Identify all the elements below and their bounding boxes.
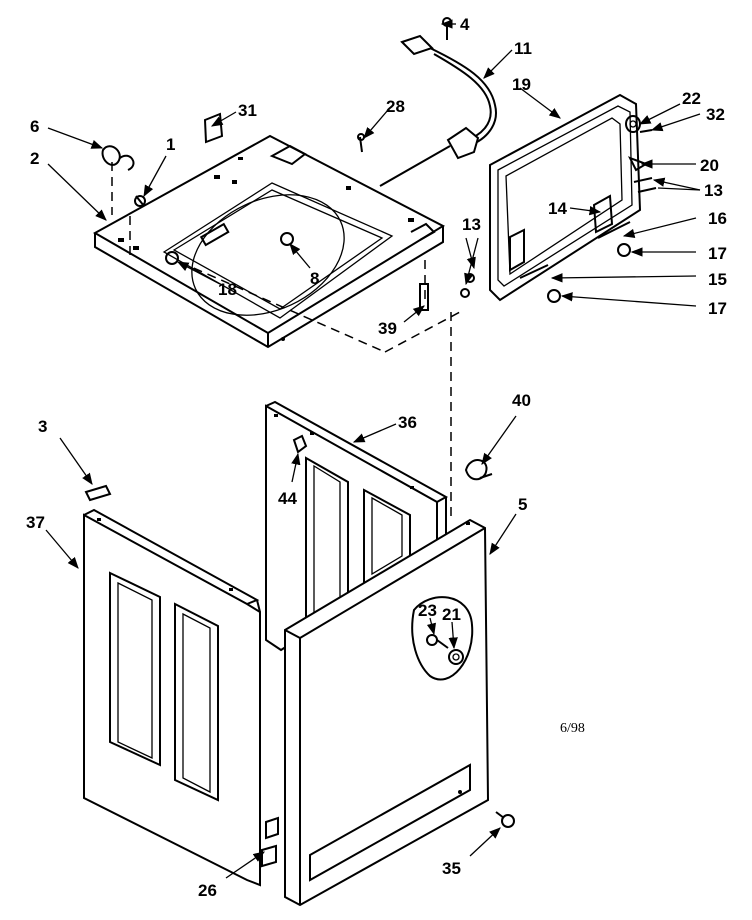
callout-16: 16 bbox=[708, 209, 727, 228]
callout-20: 20 bbox=[700, 156, 719, 175]
leader-lines bbox=[45, 19, 701, 879]
callout-39: 39 bbox=[378, 319, 397, 338]
callout-14: 14 bbox=[548, 199, 567, 218]
lid-switch-harness bbox=[379, 34, 497, 187]
callout-4: 4 bbox=[460, 15, 470, 34]
callout-17-upper: 17 bbox=[708, 244, 727, 263]
callout-17-lower: 17 bbox=[708, 299, 727, 318]
rear-panel bbox=[265, 400, 449, 652]
callout-6: 6 bbox=[30, 117, 39, 136]
front-panel bbox=[284, 518, 490, 907]
callout-37: 37 bbox=[26, 513, 45, 532]
lower-hardware bbox=[84, 434, 515, 828]
callout-28: 28 bbox=[386, 97, 405, 116]
callout-8: 8 bbox=[310, 269, 319, 288]
callout-11: 11 bbox=[514, 39, 532, 58]
assembly-guide-lines bbox=[111, 162, 461, 520]
callout-19: 19 bbox=[512, 75, 531, 94]
callout-21: 21 bbox=[442, 605, 461, 624]
callout-15: 15 bbox=[708, 270, 727, 289]
callout-2: 2 bbox=[30, 149, 39, 168]
callout-44: 44 bbox=[278, 489, 297, 508]
callout-13-right: 13 bbox=[704, 181, 723, 200]
date-code: 6/98 bbox=[560, 721, 585, 736]
callout-18: 18 bbox=[218, 280, 237, 299]
callout-1: 1 bbox=[166, 135, 175, 154]
callout-13-left: 13 bbox=[462, 215, 481, 234]
callout-26: 26 bbox=[198, 881, 217, 900]
callout-31: 31 bbox=[238, 101, 257, 120]
callout-32: 32 bbox=[706, 105, 725, 124]
callout-40: 40 bbox=[512, 391, 531, 410]
callout-3: 3 bbox=[38, 417, 47, 436]
callout-23: 23 bbox=[418, 601, 437, 620]
callout-35: 35 bbox=[442, 859, 461, 878]
callout-22: 22 bbox=[682, 89, 701, 108]
callout-5: 5 bbox=[518, 495, 527, 514]
callout-labels: 4 11 19 22 32 20 13 14 16 17 15 17 13 28… bbox=[26, 15, 727, 900]
top-cover bbox=[92, 134, 446, 349]
hardware-parts bbox=[101, 17, 657, 311]
lid bbox=[489, 93, 642, 302]
left-side-panel bbox=[83, 508, 279, 887]
callout-36: 36 bbox=[398, 413, 417, 432]
